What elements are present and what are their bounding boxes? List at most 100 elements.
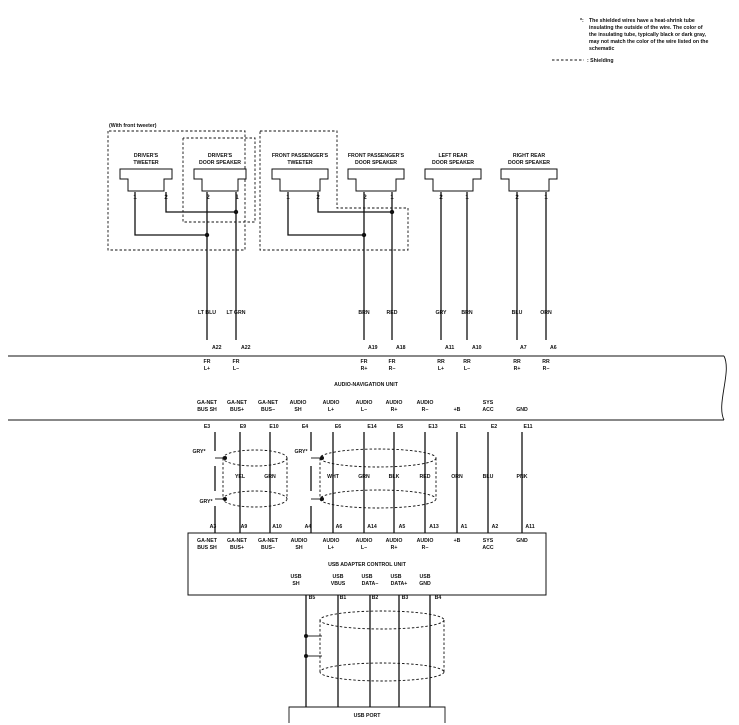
usb-adapter-control-unit: A3 A9 A10 A4 A6 A14 A5 A13 A1 A2 A11 GA-… [187,524,547,596]
usb-port-box [288,706,446,723]
terminal-signal-label: USB [391,574,402,580]
terminal-signal-label: AUDIO [323,538,340,544]
note-line-3: the insulating tube, typically black or … [589,32,706,38]
speaker-symbol [347,168,405,192]
splice-dot [223,456,227,460]
speaker-title-line1: DRIVER'S [208,153,233,159]
usb-harness [304,595,445,707]
terminal-signal-label: R− [422,545,429,551]
terminal-signal-label: GA-NET [227,538,248,544]
speaker-title-line2: DOOR SPEAKER [199,160,241,166]
usb-adapter-title: USB ADAPTER CONTROL UNIT [328,562,407,568]
connector-pin-label: A14 [367,524,377,530]
wire-color-label: BLU [512,310,523,316]
connector-pin-label: E10 [269,424,278,430]
terminal-signal-label: AUDIO [386,400,403,406]
wire-color-label: WHT [327,474,340,480]
terminal-signal-label: R+ [391,545,398,551]
connector-pin-label: A13 [429,524,439,530]
splice-dot [389,209,395,215]
shield-top [319,448,437,468]
speaker-title-line2: DOOR SPEAKER [432,160,474,166]
terminal-signal-label: USB [333,574,344,580]
terminal-signal-label: L− [361,407,367,413]
connector-pin-label: A10 [272,524,282,530]
connector-pin-label: B5 [309,595,316,601]
wire-color-label: RED [387,310,398,316]
wire-color-label: YEL [235,474,246,480]
terminal-signal-label: SH [294,407,301,413]
terminal-signal-label: FR [361,359,368,365]
terminal-signal-label: +B [454,407,461,413]
wire-color-label: GRY* [294,449,308,455]
connector-pin-label: E13 [428,424,437,430]
front-tweeter-group: (With front tweeter) [107,123,409,251]
connector-pin-label: A2 [492,524,499,530]
connector-pin-label: A6 [550,345,557,351]
terminal-signal-label: R+ [361,366,368,372]
terminal-signal-label: BUS− [261,545,275,551]
speaker-driver-tweeter: DRIVER'S TWEETER 1 2 [119,153,173,201]
speaker-driver-door: DRIVER'S DOOR SPEAKER 2 1 [193,153,247,201]
note-star: *: [580,18,584,24]
terminal-signal-label: L+ [438,366,444,372]
shield-bottom [222,490,288,508]
connector-pin-label: E2 [491,424,497,430]
terminal-signal-label: L− [233,366,239,372]
middle-harness: GRY* YEL GRN GRY* WHT GRN BLK RED ORN BL… [192,432,528,533]
terminal-signal-label: R− [543,366,550,372]
terminal-signal-label: RR [463,359,471,365]
terminal-signal-label: BUS+ [230,545,244,551]
wire-color-label: BLU [483,474,494,480]
terminal-signal-label: SYS [483,400,494,406]
terminal-signal-label: AUDIO [291,538,308,544]
terminal-signal-label: DATA+ [391,581,408,587]
terminal-signal-label: AUDIO [417,538,434,544]
terminal-signal-label: ACC [482,407,493,413]
connector-pin-label: A11 [525,524,534,530]
terminal-signal-label: +B [454,538,461,544]
speaker-title-line2: TWEETER [287,160,313,166]
driver-tweeter-group-box [107,130,246,251]
terminal-signal-label: RR [437,359,445,365]
splice-dot [233,209,239,215]
terminal-signal-label: AUDIO [290,400,307,406]
terminal-signal-label: AUDIO [417,400,434,406]
terminal-signal-label: BUS SH [197,545,217,551]
terminal-signal-label: USB [420,574,431,580]
connector-pin-label: A6 [336,524,343,530]
front-tweeter-group-label: (With front tweeter) [109,123,157,129]
terminal-signal-label: USB [362,574,373,580]
speaker-title-line2: TWEETER [133,160,159,166]
speaker-symbol [119,168,173,192]
connector-pin-label: A9 [241,524,248,530]
terminal-signal-label: SH [295,545,302,551]
terminal-signal-label: USB [291,574,302,580]
splice-dot [361,232,367,238]
wire-color-label: GRN [358,474,370,480]
connector-pin-label: E6 [335,424,341,430]
driver-door-inner-box [182,137,256,223]
terminal-signal-label: RR [542,359,550,365]
wire-color-label: RED [420,474,431,480]
terminal-signal-label: BUS+ [230,407,244,413]
shield-bottom [319,489,437,509]
wire-color-label: BLK [389,474,400,480]
wire-driver-tweeter-1 [134,192,207,236]
terminal-signal-label: R+ [391,407,398,413]
terminal-signal-label: AUDIO [356,400,373,406]
terminal-signal-label: AUDIO [323,400,340,406]
connector-pin-label: E5 [397,424,403,430]
usb-adapter-box [187,532,547,596]
wire-color-label: GRY [435,310,447,316]
shielding-legend-label: : Shielding [587,58,614,64]
terminal-signal-label: BUS− [261,407,275,413]
wire-color-label: LT GRN [227,310,246,316]
connector-pin-label: A1 [461,524,468,530]
terminal-signal-label: FR [233,359,240,365]
wire-color-label: GRY* [199,499,213,505]
speaker-front-passenger-tweeter: FRONT PASSENGER'S TWEETER 1 2 [271,153,329,201]
usb-port: USB PORT [288,706,446,723]
wire-color-label: PNK [517,474,528,480]
b-connector-pins: B5 B1 B2 B3 B4 [309,595,442,601]
